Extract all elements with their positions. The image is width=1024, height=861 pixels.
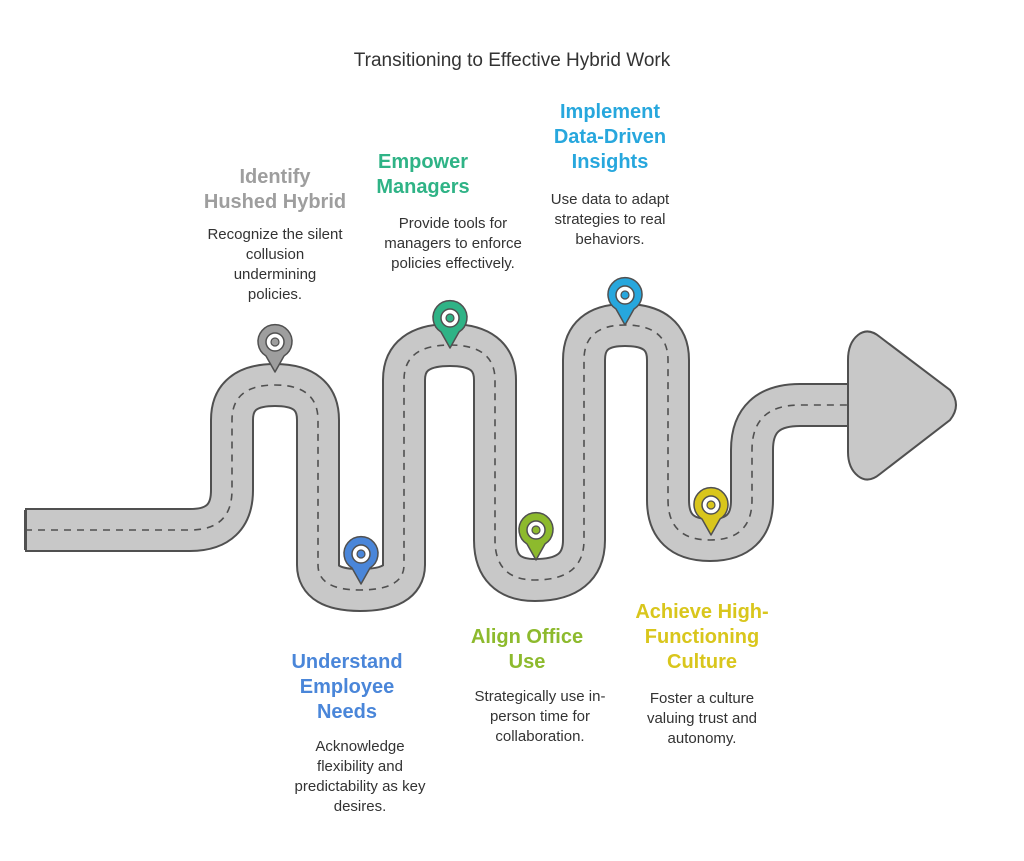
road-start-cap bbox=[24, 510, 27, 550]
map-pins bbox=[257, 276, 729, 585]
map-pin-icon bbox=[607, 276, 643, 326]
map-pin-icon bbox=[343, 535, 379, 585]
step-title-identify-hushed-hybrid: Identify Hushed Hybrid bbox=[203, 166, 347, 213]
step-desc-identify-hushed-hybrid: Recognize the silent collusion undermini… bbox=[207, 226, 343, 303]
road-center-dashes bbox=[25, 324, 890, 591]
step-title-understand-employee-needs: Understand Employee Needs bbox=[291, 651, 403, 723]
diagram-title: Transitioning to Effective Hybrid Work bbox=[353, 50, 671, 71]
step-title-empower-managers: Empower Managers bbox=[376, 151, 470, 198]
map-pin-icon bbox=[432, 299, 468, 349]
map-pin-icon bbox=[693, 486, 729, 536]
step-desc-achieve-high-functioning-culture: Foster a culture valuing trust and auton… bbox=[646, 690, 758, 747]
arrow-head bbox=[847, 330, 957, 481]
step-desc-empower-managers: Provide tools for managers to enforce po… bbox=[384, 215, 522, 272]
step-desc-understand-employee-needs: Acknowledge flexibility and predictabili… bbox=[294, 738, 426, 815]
map-pin-icon bbox=[257, 323, 293, 373]
step-desc-align-office-use: Strategically use in- person time for co… bbox=[474, 688, 606, 745]
step-title-implement-data-driven-insights: Implement Data-Driven Insights bbox=[553, 101, 667, 173]
step-title-align-office-use: Align Office Use bbox=[470, 626, 584, 673]
winding-road bbox=[25, 303, 900, 612]
map-pin-icon bbox=[518, 511, 554, 561]
step-desc-implement-data-driven-insights: Use data to adapt strategies to real beh… bbox=[550, 191, 670, 248]
step-title-achieve-high-functioning-culture: Achieve High- Functioning Culture bbox=[635, 601, 769, 673]
